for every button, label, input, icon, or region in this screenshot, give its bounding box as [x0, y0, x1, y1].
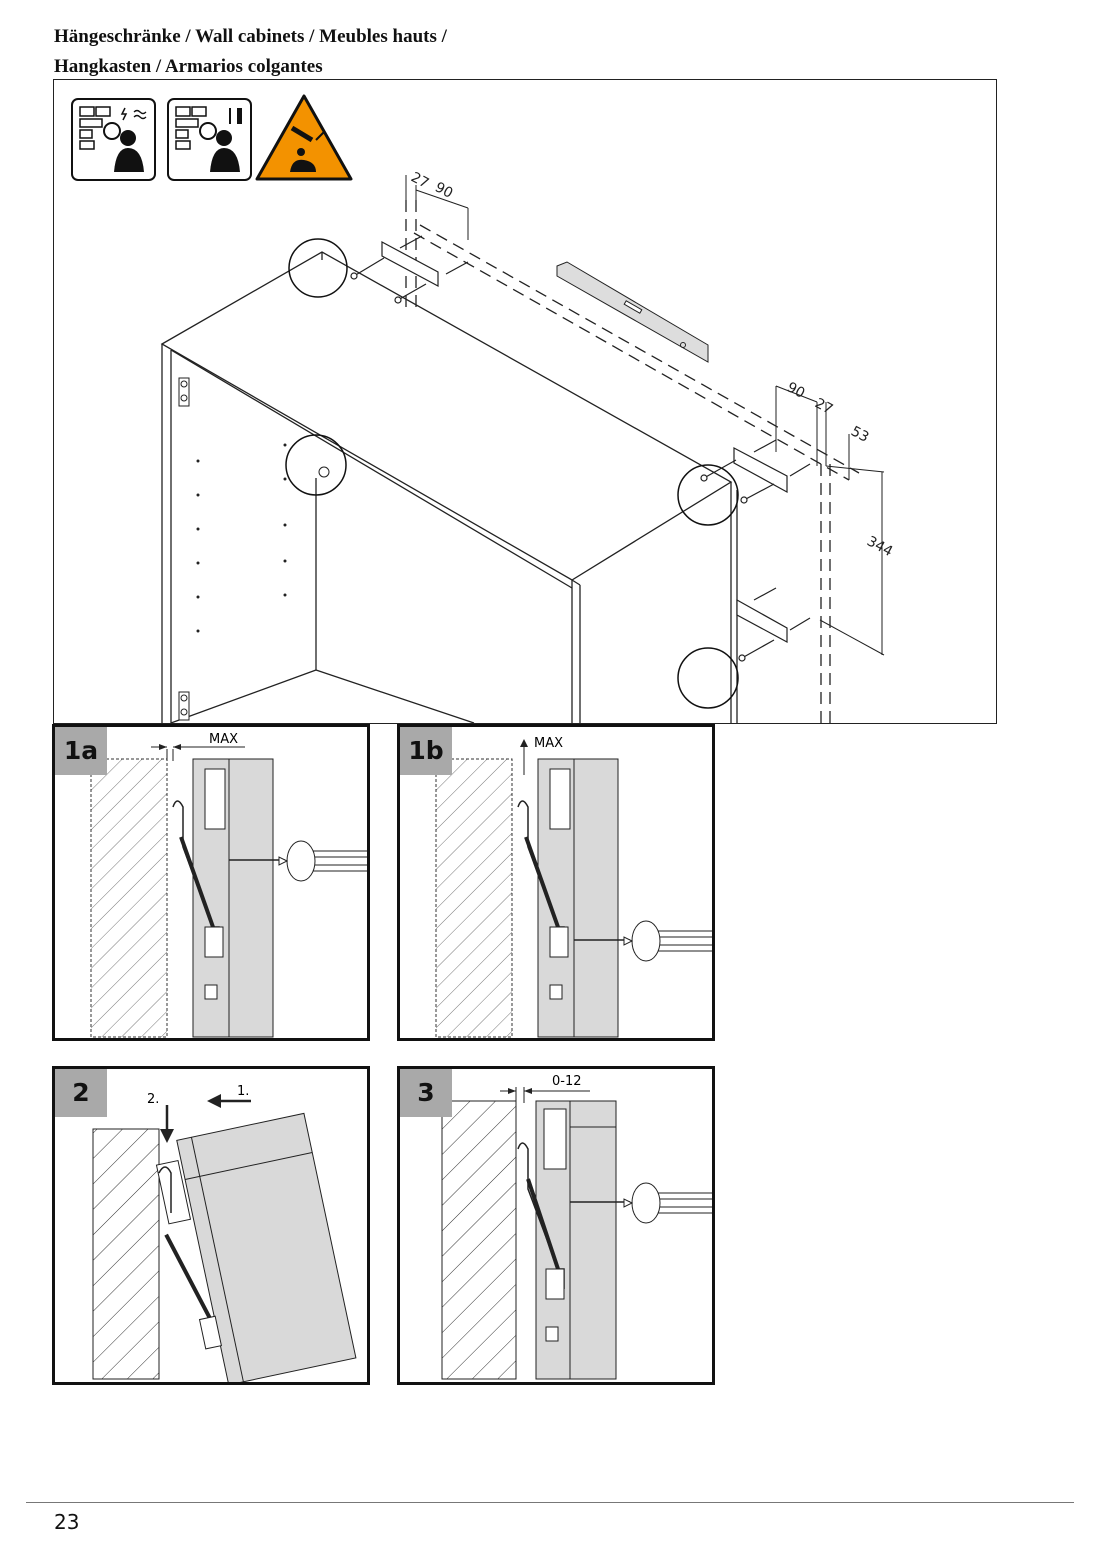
dim-90-right: 90 — [784, 379, 807, 401]
cabinet-mounting-drawing: 27 90 90 27 53 344 — [71, 94, 895, 723]
detail-callouts — [285, 238, 739, 709]
dim-53: 53 — [848, 423, 871, 445]
falling-cabinet-warning-icon — [255, 94, 353, 181]
cabinet-hangers-left — [178, 377, 190, 721]
step-1a-badge: 1a — [55, 727, 107, 775]
step-1a-drawing: MAX — [90, 732, 367, 1038]
step-3-panel: 3 0-12 — [397, 1066, 715, 1385]
page-title-line-1: Hängeschränke / Wall cabinets / Meubles … — [54, 26, 447, 47]
check-wall-fixings-icon — [167, 98, 252, 181]
wall-brackets — [350, 235, 811, 662]
step-1b-drawing: MAX — [435, 736, 712, 1038]
cabinet-outline — [160, 251, 738, 723]
step-3-range-label: 0-12 — [552, 1074, 582, 1089]
step-1b-panel: 1b MAX — [397, 724, 715, 1041]
screwdriver-icon — [278, 840, 367, 882]
dim-27-right: 27 — [812, 395, 835, 417]
dimension-lines — [405, 175, 885, 656]
step-3-drawing: 0-12 — [441, 1074, 712, 1380]
dim-344: 344 — [864, 533, 895, 560]
step-1b-max-label: MAX — [534, 736, 563, 751]
screwdriver-icon — [623, 1182, 712, 1224]
check-wall-utilities-icon — [71, 98, 156, 181]
dim-90-left: 90 — [432, 179, 455, 201]
spirit-level — [556, 261, 709, 363]
step-2-arrow-left-label: 1. — [237, 1084, 249, 1099]
page-title-line-2: Hangkasten / Armarios colgantes — [54, 56, 323, 77]
step-1a-max-label: MAX — [209, 732, 238, 747]
shelf-holes — [196, 443, 330, 633]
step-1a-panel: 1a MAX — [52, 724, 370, 1041]
screwdriver-icon — [623, 920, 712, 962]
wall-reference-lines — [405, 200, 860, 723]
page-number: 23 — [54, 1510, 80, 1534]
footer-rule — [26, 1502, 1074, 1503]
step-2-badge: 2 — [55, 1069, 107, 1117]
step-1b-badge: 1b — [400, 727, 452, 775]
step-2-arrow-down-label: 2. — [147, 1092, 159, 1107]
dim-27-left: 27 — [408, 169, 431, 191]
step-2-panel: 2 2. 1. — [52, 1066, 370, 1385]
step-2-drawing: 2. 1. — [92, 1084, 357, 1382]
step-3-badge: 3 — [400, 1069, 452, 1117]
main-assembly-diagram: 27 90 90 27 53 344 — [53, 79, 997, 724]
